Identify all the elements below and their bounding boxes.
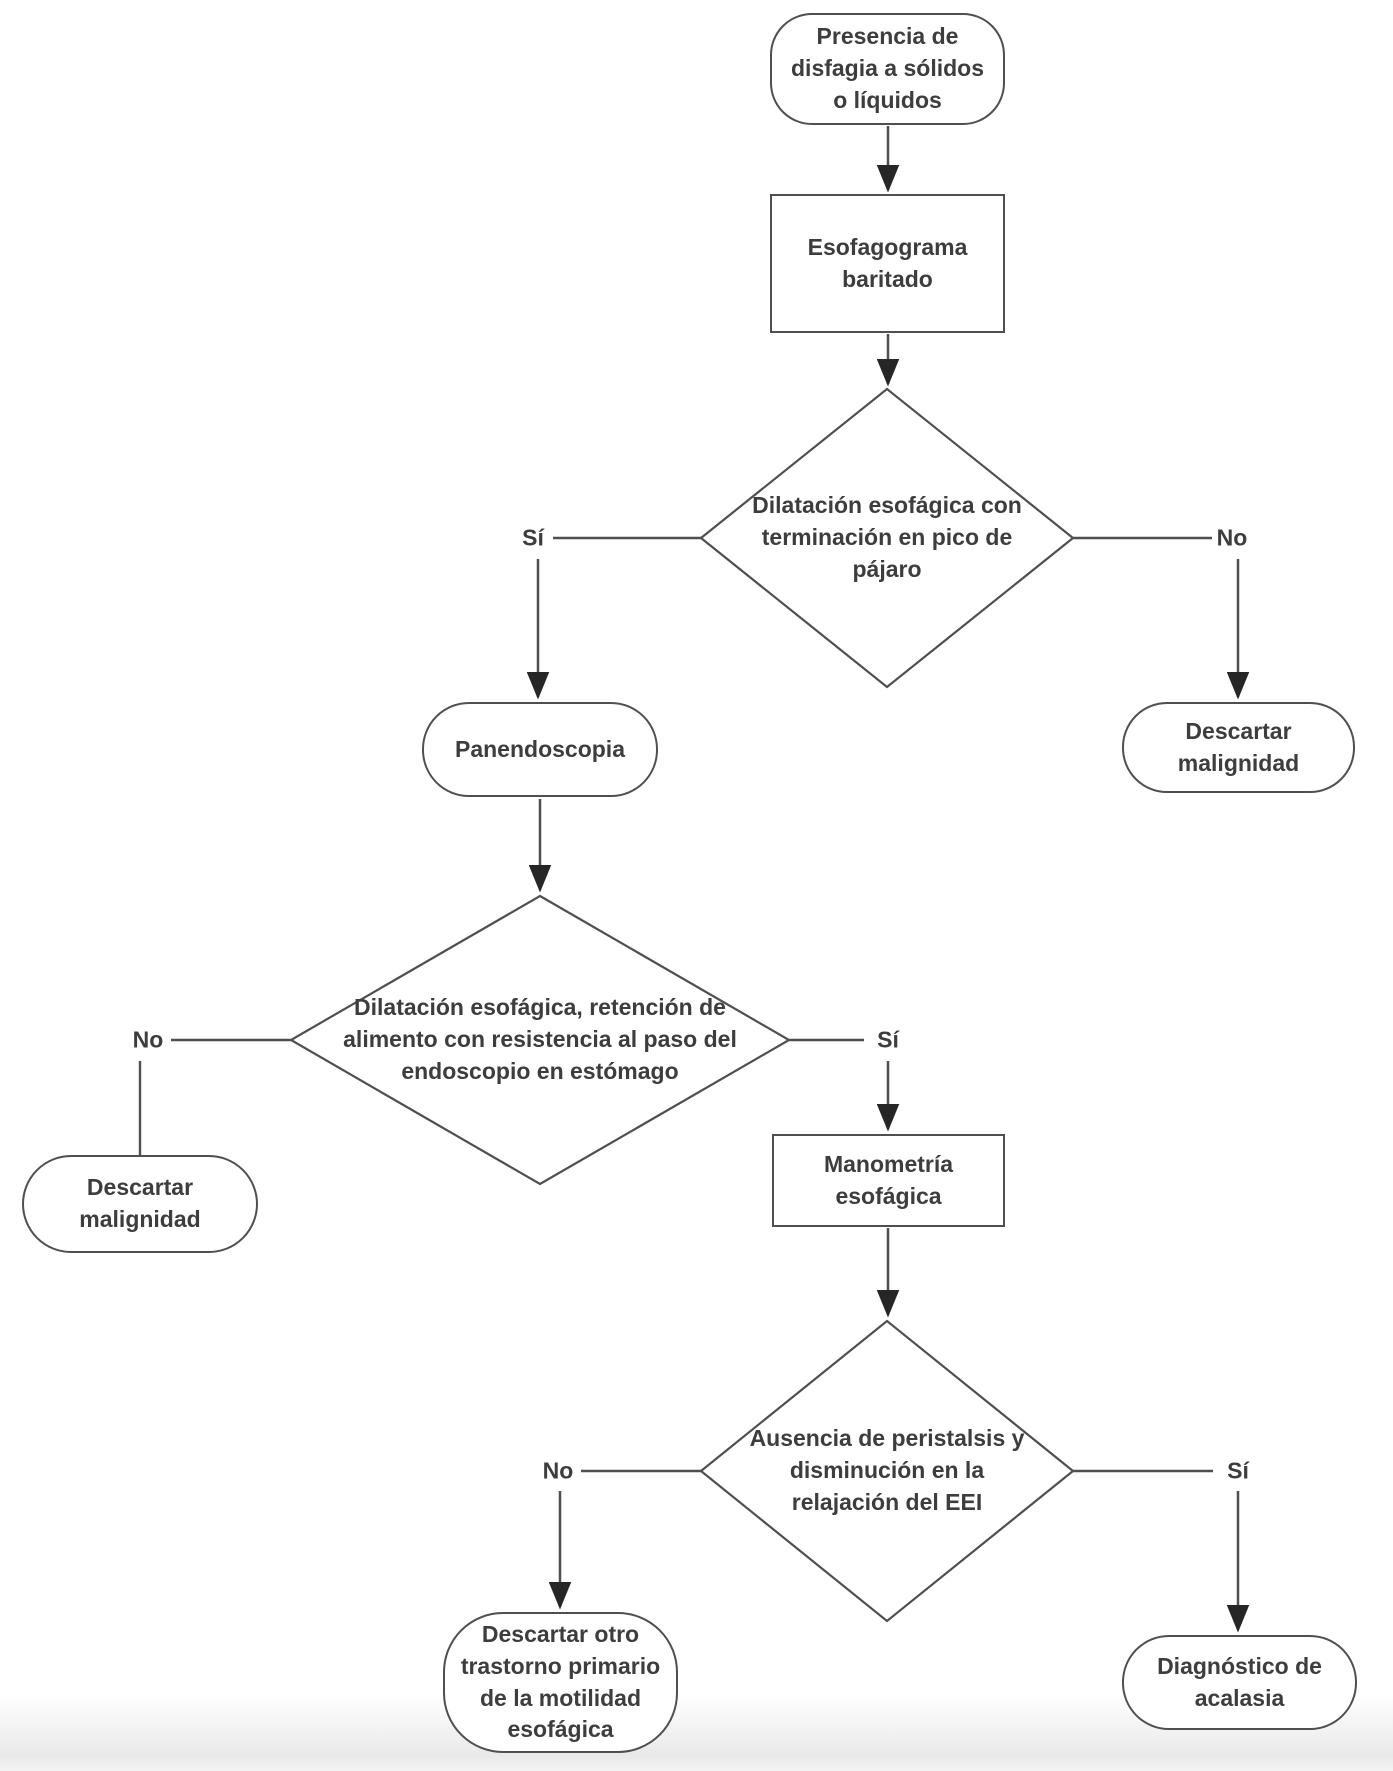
node-start-label: Presencia de disfagia a sólidos o líquid… xyxy=(791,23,984,113)
decision-diamond-peristalsis xyxy=(699,1319,1075,1623)
node-manometria: Manometría esofágica xyxy=(772,1134,1005,1227)
edge-label-no-decision3: No xyxy=(539,1459,577,1483)
node-diagnostico-acalasia-label: Diagnóstico de acalasia xyxy=(1157,1652,1322,1711)
node-descartar-malignidad-izquierda: Descartar malignidad xyxy=(22,1155,258,1253)
edge-label-si-decision3: Sí xyxy=(1224,1459,1252,1483)
node-descartar-malignidad-izquierda-label: Descartar malignidad xyxy=(79,1174,201,1232)
node-esofagograma-label: Esofagograma baritado xyxy=(807,233,968,292)
edge-label-no-decision2: No xyxy=(129,1028,167,1052)
node-descartar-malignidad-derecha-label: Descartar malignidad xyxy=(1177,717,1300,776)
node-panendoscopia-label: Panendoscopia xyxy=(455,735,625,762)
edge-label-si-decision2: Sí xyxy=(874,1028,902,1052)
node-esofagograma: Esofagograma baritado xyxy=(770,194,1005,333)
node-descartar-otro-trastorno-label: Descartar otro trastorno primario de la … xyxy=(460,1621,661,1743)
decision-diamond-pico-pajaro xyxy=(699,387,1075,689)
node-manometria-label: Manometría esofágica xyxy=(823,1150,954,1209)
node-descartar-otro-trastorno: Descartar otro trastorno primario de la … xyxy=(443,1612,678,1753)
node-descartar-malignidad-derecha: Descartar malignidad xyxy=(1122,702,1355,793)
node-start: Presencia de disfagia a sólidos o líquid… xyxy=(770,13,1005,125)
edge-label-si-decision1: Sí xyxy=(519,526,547,550)
edge-label-no-decision1: No xyxy=(1213,526,1251,550)
node-panendoscopia: Panendoscopia xyxy=(422,702,658,797)
node-diagnostico-acalasia: Diagnóstico de acalasia xyxy=(1122,1635,1357,1730)
decision-diamond-retencion xyxy=(288,894,792,1186)
